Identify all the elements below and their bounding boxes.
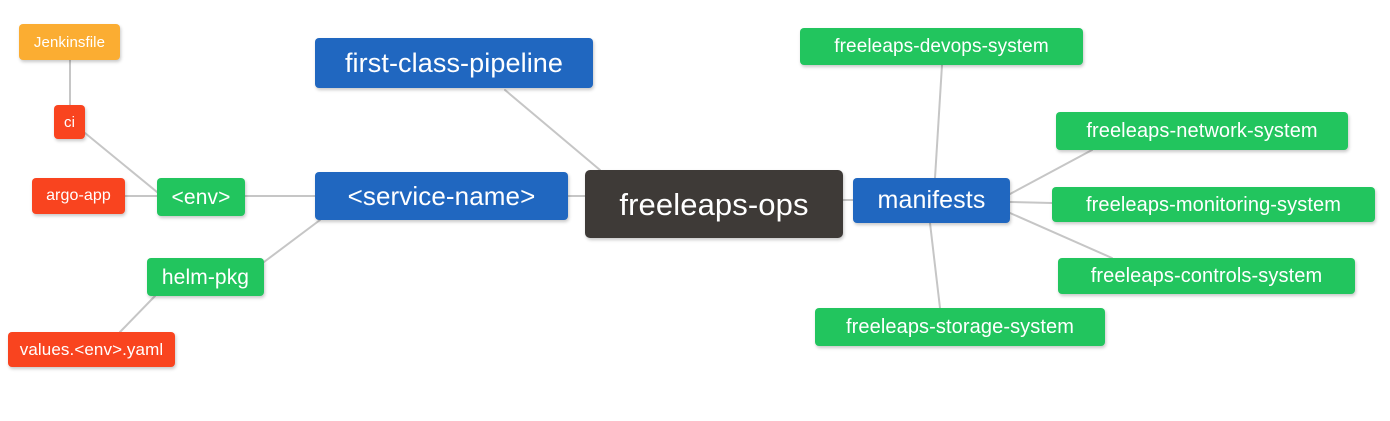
node-manifests[interactable]: manifests: [853, 178, 1010, 223]
node-label: freeleaps-devops-system: [834, 36, 1049, 57]
node-label: ci: [63, 113, 76, 131]
node-ci[interactable]: ci: [54, 105, 85, 139]
node-helm-pkg[interactable]: helm-pkg: [147, 258, 264, 296]
node-freeleaps-controls-system[interactable]: freeleaps-controls-system: [1058, 258, 1355, 294]
node-env[interactable]: <env>: [157, 178, 245, 216]
node-label: freeleaps-monitoring-system: [1085, 193, 1341, 216]
node-label: freeleaps-ops: [619, 186, 809, 222]
node-first-class-pipeline[interactable]: first-class-pipeline: [315, 38, 593, 88]
node-label: helm-pkg: [161, 265, 250, 289]
node-argo-app[interactable]: argo-app: [32, 178, 125, 214]
edge-manifests-to-freeleaps-monitoring-system: [1009, 201, 1053, 204]
node-freeleaps-ops[interactable]: freeleaps-ops: [585, 170, 843, 238]
node-jenkinsfile[interactable]: Jenkinsfile: [19, 24, 120, 60]
node-freeleaps-monitoring-system[interactable]: freeleaps-monitoring-system: [1052, 187, 1375, 222]
node-label: manifests: [877, 186, 986, 214]
edge-service-name-to-helm-pkg: [263, 219, 321, 263]
node-service-name[interactable]: <service-name>: [315, 172, 568, 220]
edge-helm-pkg-to-values-env-yaml: [119, 295, 156, 333]
node-values-env-yaml[interactable]: values.<env>.yaml: [8, 332, 175, 367]
edge-first-class-pipeline-to-freeleaps-ops: [504, 89, 601, 171]
node-label: <service-name>: [347, 181, 536, 211]
edge-manifests-to-freeleaps-devops-system: [934, 64, 943, 179]
node-label: freeleaps-controls-system: [1090, 265, 1323, 287]
node-label: freeleaps-storage-system: [845, 316, 1075, 338]
node-label: first-class-pipeline: [344, 47, 564, 78]
edge-manifests-to-freeleaps-storage-system: [929, 222, 941, 309]
node-label: argo-app: [46, 187, 111, 204]
node-label: <env>: [171, 185, 231, 209]
node-freeleaps-network-system[interactable]: freeleaps-network-system: [1056, 112, 1348, 150]
node-freeleaps-storage-system[interactable]: freeleaps-storage-system: [815, 308, 1105, 346]
node-label: Jenkinsfile: [33, 33, 106, 51]
node-label: values.<env>.yaml: [19, 340, 164, 359]
node-label: freeleaps-network-system: [1086, 120, 1318, 142]
node-freeleaps-devops-system[interactable]: freeleaps-devops-system: [800, 28, 1083, 65]
